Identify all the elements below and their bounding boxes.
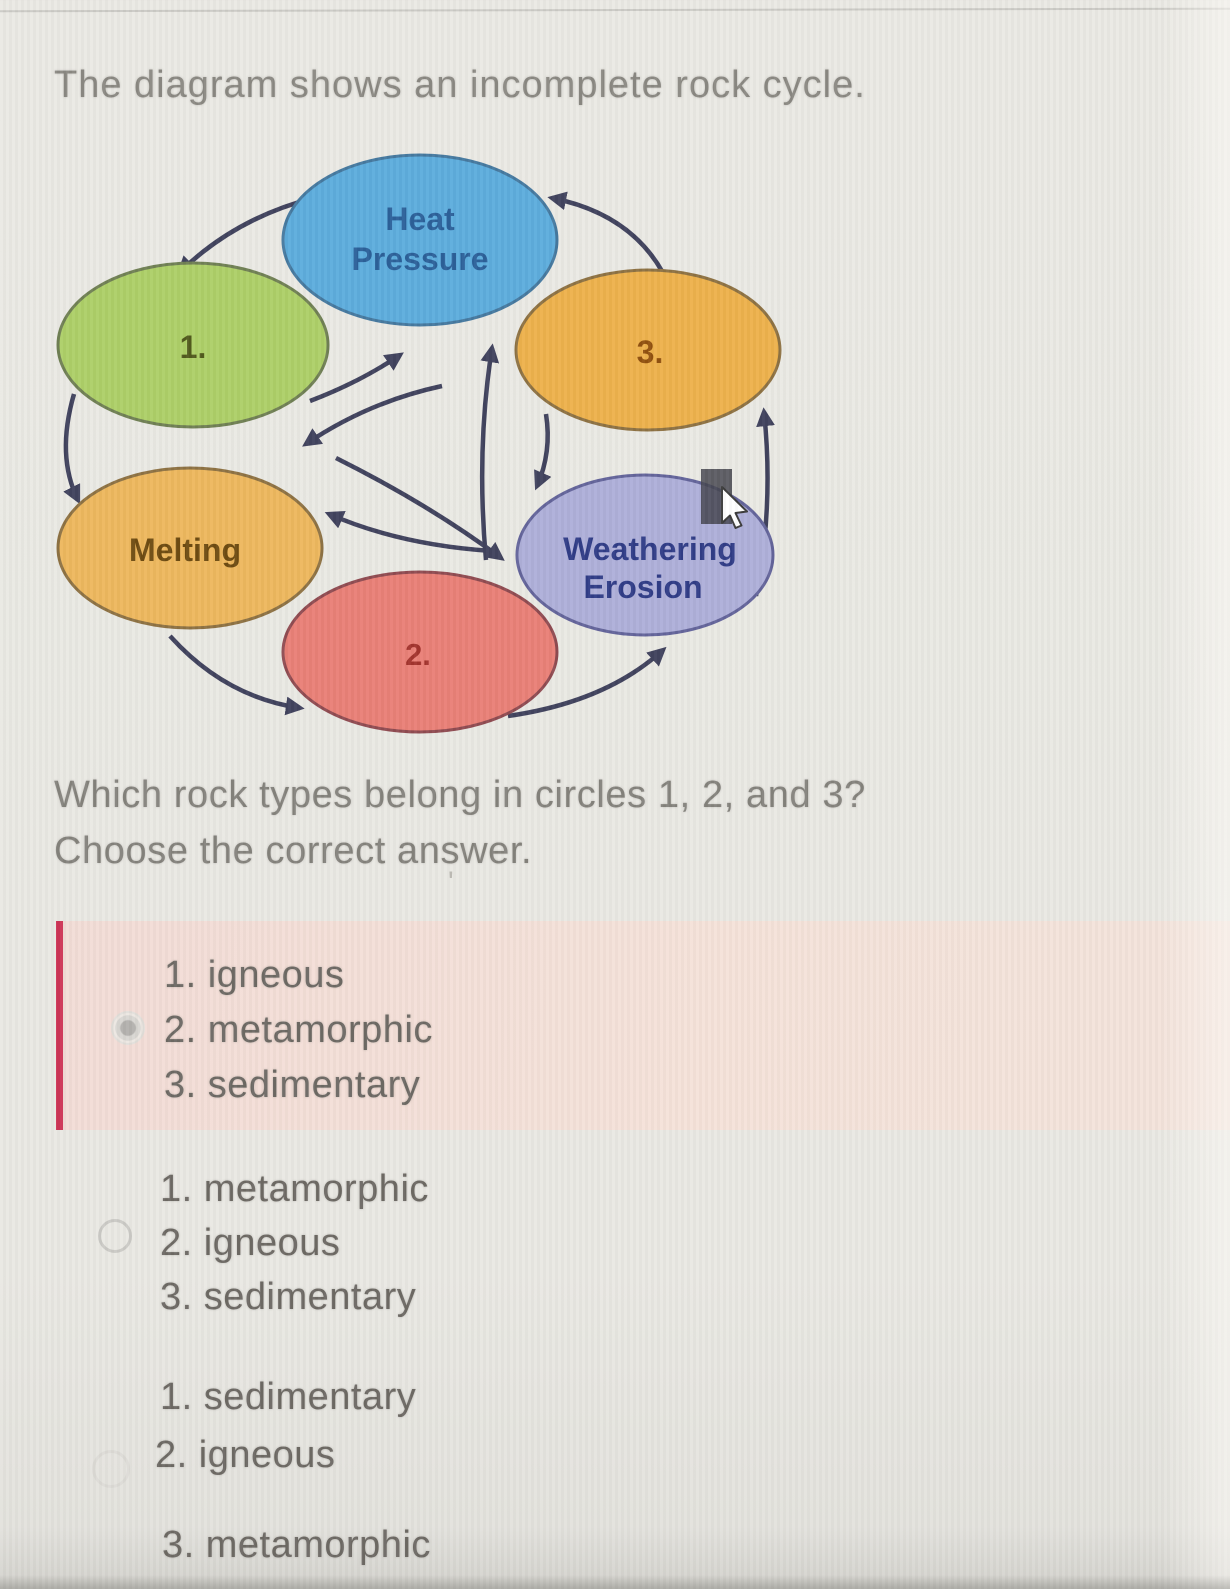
node-circle-2-label: 2. <box>405 637 431 672</box>
option-a-line-1: 1. igneous <box>164 954 345 996</box>
arrow-cross-down-right <box>334 455 505 561</box>
option-b-line-3: 3. sedimentary <box>160 1276 417 1318</box>
node-heat-line1: Heat <box>385 201 455 237</box>
node-circle-1-label: 1. <box>180 329 207 365</box>
radio-option-b[interactable] <box>98 1219 132 1253</box>
mouse-cursor <box>701 469 748 529</box>
option-b-line-1: 1. metamorphic <box>160 1168 429 1210</box>
option-c-line-3: 3. metamorphic <box>162 1524 431 1566</box>
node-weathering-line1: Weathering <box>563 531 737 567</box>
arrow-1-to-melting <box>63 393 81 505</box>
node-circle-2: 2. <box>281 570 559 734</box>
node-melting-label: Melting <box>129 532 241 568</box>
photo-right-glare <box>1160 0 1230 1589</box>
artifact-mark: ' <box>448 866 454 899</box>
option-b-line-2: 2. igneous <box>160 1222 341 1264</box>
arrow-1-to-heat-inner <box>309 352 404 404</box>
node-circle-3-label: 3. <box>637 334 664 370</box>
option-c-line-2: 2. igneous <box>155 1434 336 1476</box>
option-c-line-1: 1. sedimentary <box>160 1376 417 1418</box>
rock-cycle-diagram: Heat Pressure 1. 3. Melting 2. Weatherin… <box>56 153 782 734</box>
node-heat-pressure: Heat Pressure <box>281 153 559 327</box>
page-title: The diagram shows an incomplete rock cyc… <box>54 64 866 106</box>
node-heat-line2: Pressure <box>352 241 489 277</box>
node-circle-1: 1. <box>56 261 330 429</box>
arrow-heat-to-1-inner <box>302 383 443 447</box>
node-circle-3: 3. <box>514 268 782 432</box>
arrow-center-up <box>479 343 500 561</box>
option-a-line-2: 2. metamorphic <box>164 1009 433 1051</box>
node-melting: Melting <box>56 466 324 630</box>
option-a-line-3: 3. sedimentary <box>164 1064 421 1106</box>
question-text: Which rock types belong in circles 1, 2,… <box>54 775 1104 871</box>
arrow-cross-to-melting <box>324 511 493 554</box>
answer-option-b[interactable]: 1. metamorphic 2. igneous 3. sedimentary <box>0 1160 760 1330</box>
top-divider-line <box>0 7 1230 13</box>
answer-option-a[interactable]: 1. igneous 2. metamorphic 3. sedimentary <box>56 921 1230 1130</box>
radio-option-a[interactable] <box>111 1011 145 1045</box>
arrow-3-to-weathering-inner <box>534 413 552 491</box>
node-weathering-line2: Erosion <box>583 569 702 605</box>
answer-option-c[interactable]: 1. sedimentary 2. igneous 3. metamorphic <box>0 1368 760 1578</box>
question-line-1: Which rock types belong in circles 1, 2,… <box>54 774 866 816</box>
arrow-2-to-weathering <box>507 646 667 719</box>
question-line-2: Choose the correct answer. <box>54 830 533 872</box>
arrow-melting-to-2 <box>168 634 305 716</box>
radio-option-c[interactable] <box>92 1450 130 1488</box>
